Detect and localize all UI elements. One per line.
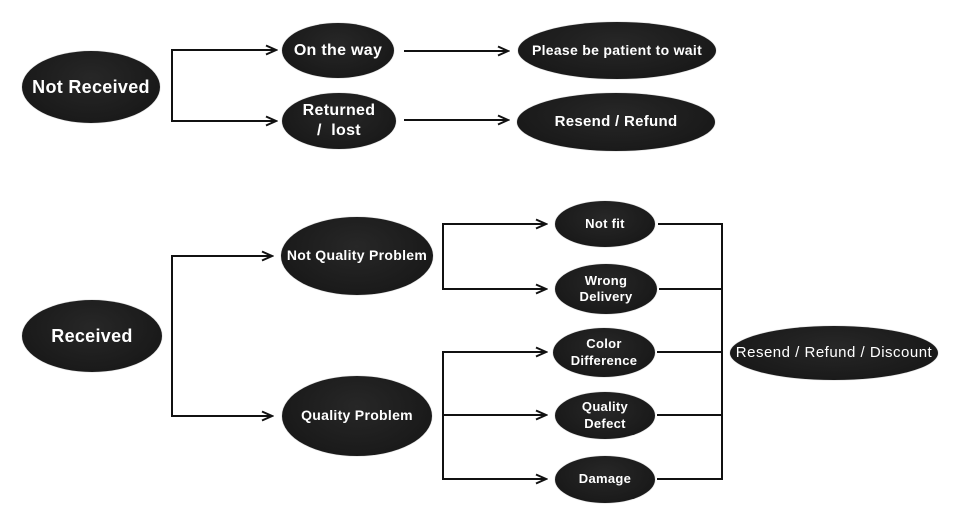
node-wrong-delivery: Wrong Delivery [555,264,657,314]
node-label: Not fit [585,215,625,231]
node-label: / lost [317,122,361,139]
node-label: Difference [570,352,638,368]
node-received: Received [22,300,162,372]
node-label: Quality Problem [301,407,413,424]
node-label: Returned [302,102,376,120]
node-label: On the way [293,41,383,59]
node-resend-refund: Resend / Refund [517,93,715,151]
node-please-be-patient: Please be patient to wait [518,22,716,79]
node-label: Resend / Refund / Discount [735,343,933,361]
node-label: Not Received [32,76,150,97]
node-quality-problem: Quality Problem [282,376,432,456]
node-damage: Damage [555,456,655,503]
node-label: Please be patient to wait [531,41,703,58]
node-not-quality-problem: Not Quality Problem [281,217,433,295]
node-label: Not Quality Problem [286,247,428,264]
node-returned-lost: Returned / lost [282,93,396,149]
node-label: Defect [584,415,626,431]
node-label: Received [51,325,133,346]
node-on-the-way: On the way [282,23,394,78]
node-color-difference: Color Difference [553,328,655,377]
node-label: Delivery [579,289,633,304]
node-resend-refund-discount: Resend / Refund / Discount [730,326,938,380]
node-label: Damage [578,471,632,487]
node-label: Color [586,336,622,352]
node-quality-defect: Quality Defect [555,392,655,439]
node-label: Wrong [584,272,628,288]
node-not-received: Not Received [22,51,160,123]
node-label: Resend / Refund [554,112,678,130]
node-label: Quality [581,399,629,415]
node-not-fit: Not fit [555,201,655,247]
